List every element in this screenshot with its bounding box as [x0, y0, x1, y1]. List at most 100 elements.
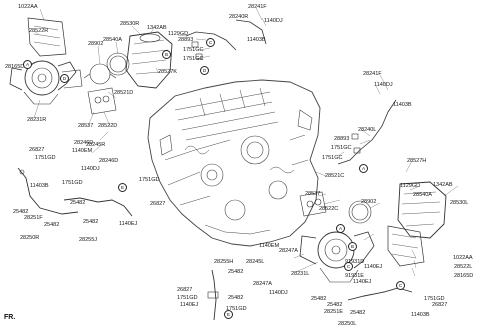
- water-pipe-right-illustration: [17, 167, 133, 217]
- part-label[interactable]: 28530L: [450, 200, 469, 206]
- part-label[interactable]: 25482: [228, 295, 244, 301]
- part-label[interactable]: 91931D: [345, 259, 365, 265]
- part-label[interactable]: 25482: [83, 219, 99, 225]
- part-label[interactable]: 25482: [44, 222, 60, 228]
- callout-c-top[interactable]: C: [206, 38, 215, 47]
- part-label[interactable]: 26827: [177, 287, 193, 293]
- part-label[interactable]: 28540A: [413, 192, 432, 198]
- part-label[interactable]: 1140EJ: [364, 264, 383, 270]
- heat-shield-top-left-illustration: [27, 17, 67, 57]
- part-label[interactable]: 28893: [178, 37, 194, 43]
- part-label[interactable]: 28165D: [5, 64, 25, 70]
- part-label[interactable]: 11403B: [247, 37, 266, 43]
- part-label[interactable]: 28521D: [114, 90, 134, 96]
- part-label[interactable]: 1140DJ: [264, 18, 283, 24]
- part-label[interactable]: 28521C: [325, 173, 345, 179]
- part-label[interactable]: 28250L: [338, 321, 357, 327]
- part-label[interactable]: 28247A: [253, 281, 272, 287]
- part-label[interactable]: 1129GD: [168, 31, 189, 37]
- part-label[interactable]: 1751GC: [183, 56, 204, 62]
- part-label[interactable]: 28245L: [246, 259, 265, 265]
- part-label[interactable]: 1751GC: [331, 145, 352, 151]
- part-label[interactable]: 1140DJ: [374, 82, 393, 88]
- part-label[interactable]: 1022AA: [453, 255, 473, 261]
- part-label[interactable]: 26827: [150, 201, 166, 207]
- part-label[interactable]: 28246D: [74, 140, 94, 146]
- part-label[interactable]: 28530R: [120, 21, 140, 27]
- part-label[interactable]: 11403B: [411, 312, 430, 318]
- part-label[interactable]: 25482: [228, 269, 244, 275]
- part-label[interactable]: 28231R: [27, 117, 47, 123]
- part-label[interactable]: 28247A: [279, 248, 298, 254]
- part-label[interactable]: 1022AA: [18, 4, 38, 10]
- part-label[interactable]: 26827: [432, 302, 448, 308]
- part-label[interactable]: 28522C: [319, 206, 339, 212]
- part-label[interactable]: 1342AB: [433, 182, 453, 188]
- part-label[interactable]: 25482: [350, 310, 366, 316]
- turbocharger-right-bank-illustration: [9, 60, 83, 105]
- part-label[interactable]: 1140EM: [72, 148, 93, 154]
- callout-a-top[interactable]: A: [23, 60, 32, 69]
- callout-e-bottom[interactable]: E: [224, 310, 233, 319]
- part-label[interactable]: 1751GD: [177, 295, 198, 301]
- callout-b-top[interactable]: B: [162, 50, 171, 59]
- part-label[interactable]: 28241F: [363, 71, 382, 77]
- part-label[interactable]: 1751GD: [62, 180, 83, 186]
- part-label[interactable]: 28231L: [291, 271, 310, 277]
- part-label[interactable]: 1140DJ: [269, 290, 288, 296]
- part-label[interactable]: 28522R: [29, 28, 49, 34]
- part-label[interactable]: 25482: [70, 200, 86, 206]
- part-label[interactable]: 28537: [78, 123, 94, 129]
- part-label[interactable]: 28255J: [79, 237, 98, 243]
- part-label[interactable]: 28251E: [324, 309, 343, 315]
- part-label[interactable]: 28893: [334, 136, 350, 142]
- part-label[interactable]: 1751GD: [424, 296, 445, 302]
- part-label[interactable]: 1751GD: [139, 177, 160, 183]
- callout-b-turbo[interactable]: B: [348, 242, 357, 251]
- part-label[interactable]: 91931E: [345, 273, 364, 279]
- part-label[interactable]: 1751GC: [183, 47, 204, 53]
- part-label[interactable]: 1129GD: [400, 183, 421, 189]
- part-label[interactable]: 25482: [327, 302, 343, 308]
- part-label[interactable]: 1342AB: [147, 25, 167, 31]
- part-label[interactable]: 28255H: [214, 259, 234, 265]
- part-label[interactable]: 28522D: [98, 123, 118, 129]
- callout-d-top[interactable]: D: [200, 66, 209, 75]
- part-label[interactable]: 28250R: [20, 235, 40, 241]
- part-label[interactable]: 28251F: [24, 215, 43, 221]
- part-label[interactable]: 1140DJ: [81, 166, 100, 172]
- callout-a-turbo[interactable]: A: [336, 224, 345, 233]
- part-label[interactable]: 1751GC: [322, 155, 343, 161]
- part-label[interactable]: 28245R: [86, 142, 106, 148]
- part-label[interactable]: 28527K: [158, 69, 177, 75]
- part-label[interactable]: 1751GD: [226, 306, 247, 312]
- part-label[interactable]: 28527H: [407, 158, 427, 164]
- part-label[interactable]: 1140EM: [259, 243, 280, 249]
- part-label[interactable]: 28537: [305, 191, 321, 197]
- part-label[interactable]: 28246D: [99, 158, 119, 164]
- part-label[interactable]: 28240R: [229, 14, 249, 20]
- callout-d-left[interactable]: D: [60, 74, 69, 83]
- part-label[interactable]: 1140EJ: [119, 221, 138, 227]
- part-label[interactable]: 1140EJ: [180, 302, 199, 308]
- part-label[interactable]: 28522L: [454, 264, 473, 270]
- part-label[interactable]: 1751GD: [35, 155, 56, 161]
- part-label[interactable]: 25482: [13, 209, 29, 215]
- part-label[interactable]: 28165D: [454, 273, 474, 279]
- part-label[interactable]: 28540A: [103, 37, 122, 43]
- part-label[interactable]: 1140EJ: [353, 279, 372, 285]
- part-label[interactable]: 26827: [29, 147, 45, 153]
- callout-c-turbo[interactable]: C: [344, 262, 353, 271]
- part-label[interactable]: 28240L: [358, 127, 377, 133]
- callout-c-bottom[interactable]: C: [396, 281, 405, 290]
- part-label[interactable]: 11403B: [30, 183, 49, 189]
- part-label[interactable]: 11403B: [393, 102, 412, 108]
- part-label[interactable]: 28902: [361, 199, 377, 205]
- part-label[interactable]: 25482: [311, 296, 327, 302]
- part-label[interactable]: 28241F: [248, 4, 267, 10]
- front-direction-label: FR.: [4, 314, 16, 321]
- callout-a-right[interactable]: A: [359, 164, 368, 173]
- part-label[interactable]: 28902: [88, 41, 104, 47]
- callout-e-left[interactable]: E: [118, 183, 127, 192]
